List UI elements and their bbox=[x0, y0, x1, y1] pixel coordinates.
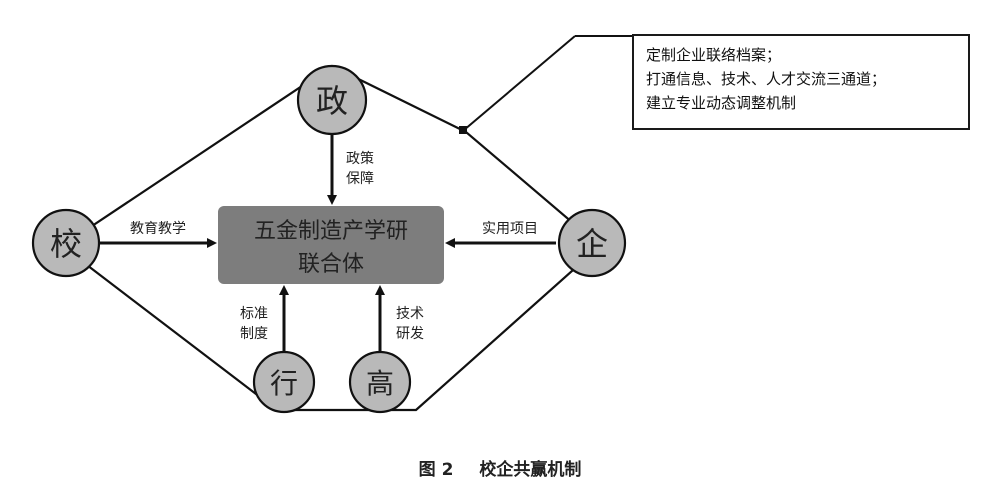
node-school: 校 bbox=[50, 225, 82, 263]
edge-label-industry-1: 标准 bbox=[240, 306, 268, 322]
edge-label-enterprise: 实用项目 bbox=[482, 221, 538, 237]
figure-number: 图 2 bbox=[418, 460, 454, 480]
edge-label-government-2: 保障 bbox=[346, 171, 374, 187]
note-box: 定制企业联络档案； 打通信息、技术、人才交流三通道； 建立专业动态调整机制 bbox=[632, 34, 970, 130]
edge-label-university-1: 技术 bbox=[396, 306, 424, 322]
edge-label-school: 教育教学 bbox=[130, 221, 186, 237]
note-line-1: 定制企业联络档案； bbox=[646, 46, 782, 64]
node-school-circle bbox=[31, 208, 101, 278]
note-line-2: 打通信息、技术、人才交流三通道； bbox=[646, 70, 887, 88]
node-university: 高 bbox=[366, 367, 394, 400]
figure-title: 校企共赢机制 bbox=[479, 460, 582, 480]
center-box bbox=[218, 206, 444, 284]
node-enterprise-circle bbox=[557, 208, 627, 278]
node-university-circle bbox=[348, 350, 412, 414]
edge-label-university-2: 研发 bbox=[396, 326, 424, 342]
node-government-circle bbox=[296, 64, 368, 136]
note-line-3: 建立专业动态调整机制 bbox=[646, 94, 797, 112]
node-enterprise: 企 bbox=[576, 225, 608, 263]
center-line-2: 联合体 bbox=[298, 252, 364, 277]
leader-dot bbox=[459, 126, 467, 134]
note-leader-line bbox=[463, 35, 576, 131]
edge-label-government-1: 政策 bbox=[346, 150, 374, 167]
figure-caption: 图 2 校企共赢机制 bbox=[0, 455, 1000, 480]
edge-label-industry-2: 制度 bbox=[240, 326, 268, 342]
node-government: 政 bbox=[316, 82, 348, 120]
node-industry: 行 bbox=[270, 367, 298, 400]
center-line-1: 五金制造产学研 bbox=[254, 219, 408, 244]
node-industry-circle bbox=[252, 350, 316, 414]
